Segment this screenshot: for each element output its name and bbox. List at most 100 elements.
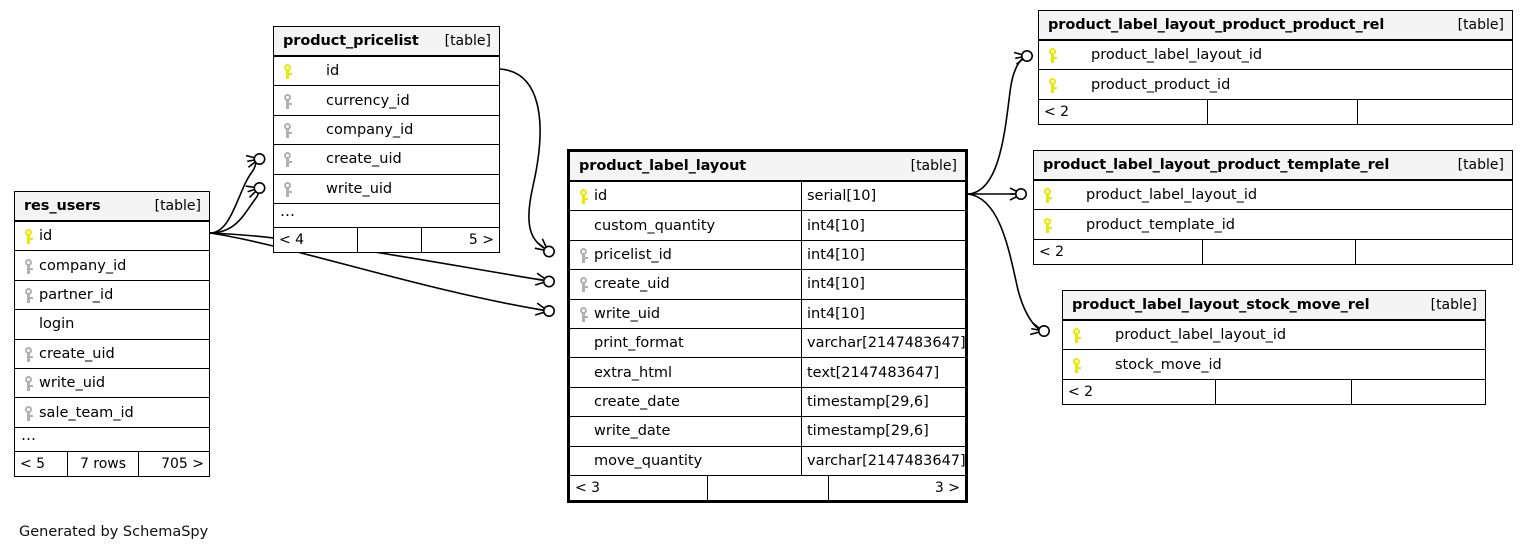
generated-by-credit: Generated by SchemaSpy: [19, 524, 209, 540]
footer-incoming-count[interactable]: < 5: [20, 455, 46, 472]
column-name: create_uid: [39, 345, 115, 362]
column-type: serial[10]: [801, 182, 965, 211]
table-row[interactable]: currency_id: [274, 86, 499, 116]
table-row[interactable]: create_date timestamp[29,6]: [570, 387, 965, 418]
edge-label-layout-to-stock-move-rel: [967, 193, 1044, 336]
table-row[interactable]: product_label_layout_id: [1063, 321, 1485, 351]
table-row[interactable]: extra_html text[2147483647]: [570, 358, 965, 388]
foreign-key-icon: [22, 403, 35, 423]
table-product-label-layout-stock-move-rel[interactable]: product_label_layout_stock_move_rel [tab…: [1062, 290, 1486, 405]
column-name: id: [326, 63, 340, 80]
more-columns-ellipsis: …: [274, 203, 499, 228]
table-product-label-layout-product-product-rel[interactable]: product_label_layout_product_product_rel…: [1038, 10, 1513, 125]
table-product-pricelist[interactable]: product_pricelist [table] id currency_id…: [273, 26, 500, 253]
table-name: product_label_layout_product_product_rel: [1048, 17, 1385, 33]
column-name: create_uid: [326, 151, 402, 168]
column-type: text[2147483647]: [801, 358, 965, 387]
foreign-key-icon: [281, 120, 294, 140]
primary-key-icon: [1041, 185, 1054, 205]
table-type-tag: [table]: [1457, 17, 1504, 33]
column-type: varchar[2147483647]: [801, 446, 965, 475]
table-row[interactable]: id serial[10]: [570, 182, 965, 212]
table-row[interactable]: company_id: [15, 251, 209, 281]
column-name: custom_quantity: [594, 217, 716, 234]
column-type: int4[10]: [801, 270, 965, 299]
table-footer: < 2: [1063, 379, 1485, 404]
footer-outgoing-count[interactable]: [1357, 99, 1512, 124]
table-row[interactable]: create_uid: [274, 145, 499, 175]
primary-key-icon: [1041, 215, 1054, 235]
footer-outgoing-count[interactable]: 5 >: [421, 227, 499, 252]
table-row[interactable]: write_uid int4[10]: [570, 299, 965, 329]
table-header: product_label_layout_product_product_rel…: [1039, 11, 1512, 41]
footer-outgoing-count[interactable]: [1355, 239, 1512, 264]
table-name: product_label_layout: [579, 158, 747, 174]
table-type-tag: [table]: [444, 33, 491, 49]
footer-outgoing-count[interactable]: 3 >: [828, 475, 965, 500]
table-header: product_label_layout_product_template_re…: [1034, 151, 1512, 181]
column-name: create_uid: [594, 276, 670, 293]
table-row[interactable]: id: [15, 222, 209, 252]
column-type: timestamp[29,6]: [801, 417, 965, 446]
column-name: product_label_layout_id: [1091, 47, 1263, 64]
table-row[interactable]: id: [274, 57, 499, 87]
footer-row-count: 7 rows: [67, 451, 138, 476]
table-row[interactable]: print_format varchar[2147483647]: [570, 328, 965, 359]
table-row[interactable]: company_id: [274, 116, 499, 146]
table-row[interactable]: move_quantity varchar[2147483647]: [570, 446, 965, 476]
primary-key-icon: [281, 61, 294, 81]
table-name: product_label_layout_stock_move_rel: [1072, 297, 1370, 313]
table-row[interactable]: sale_team_id: [15, 398, 209, 428]
foreign-key-icon: [281, 91, 294, 111]
column-name: write_uid: [594, 305, 661, 322]
table-row[interactable]: write_date timestamp[29,6]: [570, 417, 965, 447]
footer-incoming-count[interactable]: < 2: [1068, 383, 1094, 400]
table-row[interactable]: product_label_layout_id: [1039, 41, 1512, 71]
table-name: product_label_layout_product_template_re…: [1043, 157, 1390, 173]
foreign-key-icon: [281, 179, 294, 199]
table-footer: < 3 3 >: [570, 475, 965, 500]
table-row[interactable]: stock_move_id: [1063, 350, 1485, 380]
primary-key-icon: [1070, 355, 1083, 375]
foreign-key-icon: [22, 373, 35, 393]
column-name: sale_team_id: [39, 404, 134, 421]
table-row[interactable]: product_template_id: [1034, 210, 1512, 240]
foreign-key-icon: [577, 245, 590, 265]
footer-row-count: [707, 475, 828, 500]
footer-outgoing-count[interactable]: [1351, 379, 1485, 404]
primary-key-icon: [1046, 75, 1059, 95]
column-name: product_product_id: [1091, 76, 1231, 93]
table-header: product_label_layout [table]: [570, 152, 965, 182]
table-row[interactable]: write_uid: [274, 175, 499, 204]
foreign-key-icon: [281, 149, 294, 169]
foreign-key-icon: [22, 285, 35, 305]
table-row[interactable]: partner_id: [15, 281, 209, 311]
table-product-label-layout[interactable]: product_label_layout [table] id serial[1…: [567, 149, 968, 503]
column-name: stock_move_id: [1115, 356, 1222, 373]
table-row[interactable]: pricelist_id int4[10]: [570, 240, 965, 271]
table-row[interactable]: product_product_id: [1039, 70, 1512, 100]
table-res-users[interactable]: res_users [table] id company_id partner_…: [14, 191, 210, 477]
table-row[interactable]: create_uid int4[10]: [570, 270, 965, 300]
table-row[interactable]: create_uid: [15, 340, 209, 369]
table-product-label-layout-product-template-rel[interactable]: product_label_layout_product_template_re…: [1033, 150, 1513, 265]
table-footer: < 4 5 >: [274, 227, 499, 252]
footer-outgoing-count[interactable]: 705 >: [138, 451, 209, 476]
column-type: int4[10]: [801, 299, 965, 328]
table-footer: < 5 7 rows 705 >: [15, 451, 209, 476]
footer-incoming-count[interactable]: < 2: [1044, 103, 1070, 120]
column-name: pricelist_id: [594, 246, 672, 263]
table-row[interactable]: product_label_layout_id: [1034, 181, 1512, 211]
table-row[interactable]: write_uid: [15, 369, 209, 399]
column-name: extra_html: [594, 364, 673, 381]
column-name: create_date: [594, 393, 680, 410]
primary-key-icon: [577, 186, 590, 206]
table-row[interactable]: login: [15, 310, 209, 340]
footer-incoming-count[interactable]: < 2: [1039, 243, 1065, 260]
table-row[interactable]: custom_quantity int4[10]: [570, 211, 965, 241]
footer-incoming-count[interactable]: < 4: [279, 231, 305, 248]
column-name: id: [594, 188, 608, 205]
footer-incoming-count[interactable]: < 3: [575, 479, 601, 496]
table-name: product_pricelist: [283, 33, 419, 49]
